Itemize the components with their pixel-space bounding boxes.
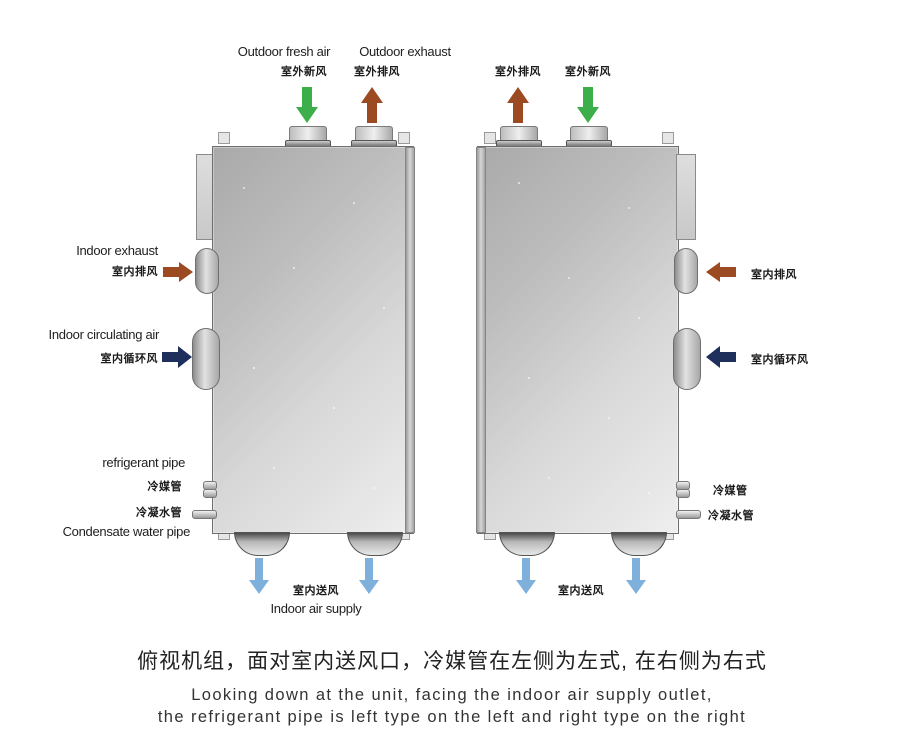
right-circulating-arrow xyxy=(706,346,736,368)
right-control-box xyxy=(676,154,696,240)
right-indoor-supply-cn: 室内送风 xyxy=(558,585,604,597)
right-refrigerant-pipe-2 xyxy=(676,489,690,498)
right-refrigerant-pipe-cn: 冷媒管 xyxy=(713,485,748,497)
caption-chinese: 俯视机组，面对室内送风口，冷媒管在左侧为左式, 在右侧为右式 xyxy=(137,650,767,673)
right-supply-arrow-1 xyxy=(516,558,536,594)
left-refrigerant-pipe-2 xyxy=(203,489,217,498)
left-outdoor-fresh-air-label: Outdoor fresh air xyxy=(237,44,331,59)
right-outdoor-exhaust-cn: 室外排风 xyxy=(495,66,541,78)
left-indoor-exhaust-duct xyxy=(195,248,219,294)
left-outdoor-exhaust-label: Outdoor exhaust xyxy=(359,44,451,59)
left-unit-body xyxy=(212,146,415,534)
left-unit-side-rib xyxy=(405,147,415,533)
left-indoor-exhaust-cn: 室内排风 xyxy=(112,266,158,278)
left-indoor-supply-label: Indoor air supply xyxy=(270,601,362,616)
right-indoor-exhaust-duct xyxy=(674,248,698,294)
left-supply-duct-1 xyxy=(234,532,290,556)
left-refrigerant-pipe-label: refrigerant pipe xyxy=(102,455,185,470)
left-condensate-pipe xyxy=(192,510,217,519)
right-condensate-pipe xyxy=(676,510,701,519)
left-circulating-duct xyxy=(192,328,220,390)
left-circulating-label: Indoor circulating air xyxy=(48,327,160,342)
right-circulating-cn: 室内循环风 xyxy=(751,354,809,366)
left-fresh-air-down-arrow xyxy=(296,87,318,123)
caption-english-line-2: the refrigerant pipe is left type on the… xyxy=(157,708,747,726)
right-exhaust-up-arrow xyxy=(507,87,529,123)
right-indoor-exhaust-cn: 室内排风 xyxy=(751,269,797,281)
left-outdoor-fresh-air-cn: 室外新风 xyxy=(281,66,327,78)
left-refrigerant-pipe-cn: 冷媒管 xyxy=(147,481,182,493)
left-condensate-pipe-cn: 冷凝水管 xyxy=(136,507,182,519)
right-mount-bracket-tl xyxy=(484,132,496,144)
left-condensate-pipe-label: Condensate water pipe xyxy=(62,524,191,539)
left-indoor-exhaust-arrow xyxy=(163,262,193,282)
right-fresh-air-down-arrow xyxy=(577,87,599,123)
right-outdoor-fresh-air-cn: 室外新风 xyxy=(565,66,611,78)
caption-english-line-1: Looking down at the unit, facing the ind… xyxy=(191,686,713,704)
left-indoor-exhaust-label: Indoor exhaust xyxy=(76,243,158,258)
right-condensate-pipe-cn: 冷凝水管 xyxy=(708,510,754,522)
left-supply-arrow-2 xyxy=(359,558,379,594)
left-mount-bracket-tr xyxy=(398,132,410,144)
left-mount-bracket-tl xyxy=(218,132,230,144)
left-outdoor-exhaust-cn: 室外排风 xyxy=(354,66,400,78)
right-mount-bracket-tr xyxy=(662,132,674,144)
left-circulating-arrow xyxy=(162,346,192,368)
right-supply-duct-2 xyxy=(611,532,667,556)
left-circulating-cn: 室内循环风 xyxy=(100,353,158,365)
left-supply-arrow-1 xyxy=(249,558,269,594)
right-indoor-exhaust-arrow xyxy=(706,262,736,282)
left-exhaust-up-arrow xyxy=(361,87,383,123)
right-unit-side-rib xyxy=(476,147,486,533)
right-unit-body xyxy=(476,146,679,534)
right-supply-arrow-2 xyxy=(626,558,646,594)
left-supply-duct-2 xyxy=(347,532,403,556)
left-indoor-supply-cn: 室内送风 xyxy=(293,585,339,597)
right-circulating-duct xyxy=(673,328,701,390)
right-supply-duct-1 xyxy=(499,532,555,556)
